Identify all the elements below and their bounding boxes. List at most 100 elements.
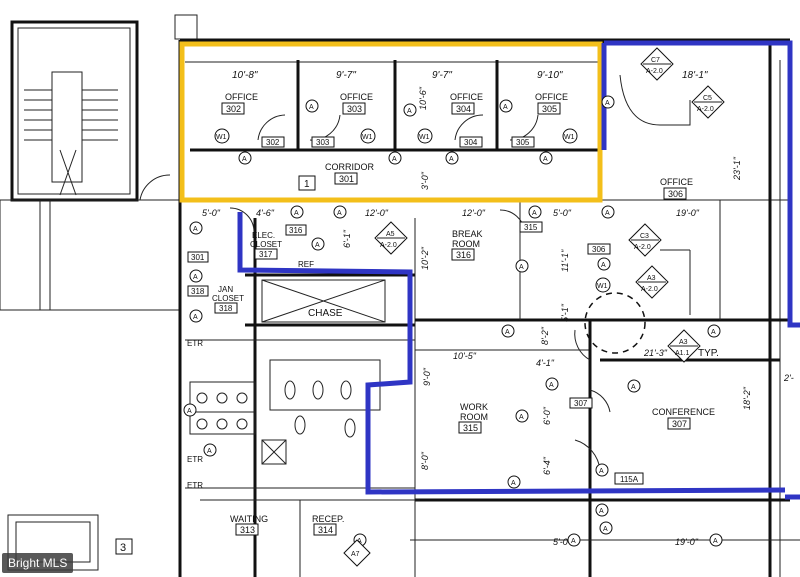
svg-text:9'-10": 9'-10" bbox=[537, 70, 563, 81]
svg-text:BREAK: BREAK bbox=[452, 229, 483, 239]
svg-text:A: A bbox=[193, 274, 198, 281]
svg-text:302: 302 bbox=[226, 104, 241, 114]
svg-text:8'-0": 8'-0" bbox=[420, 451, 430, 470]
room-recep-314: RECEP. 314 bbox=[312, 514, 344, 536]
svg-text:317: 317 bbox=[259, 250, 273, 259]
svg-text:ETR: ETR bbox=[187, 455, 203, 464]
key-marker-3: 3 bbox=[115, 538, 133, 555]
svg-text:5'-1": 5'-1" bbox=[560, 303, 570, 322]
svg-text:OFFICE: OFFICE bbox=[225, 92, 258, 102]
room-work-room-315: WORK ROOM 315 bbox=[458, 402, 488, 434]
svg-text:8'-2": 8'-2" bbox=[540, 326, 550, 345]
svg-text:318: 318 bbox=[191, 287, 205, 296]
svg-text:A: A bbox=[599, 508, 604, 515]
svg-text:115A: 115A bbox=[620, 475, 639, 484]
section-mark-a5: A5 A-2.0 bbox=[374, 221, 408, 255]
svg-text:A: A bbox=[207, 448, 212, 455]
svg-text:5'-0": 5'-0" bbox=[553, 537, 572, 547]
svg-text:301: 301 bbox=[339, 174, 354, 184]
svg-text:A: A bbox=[407, 108, 412, 115]
svg-text:315: 315 bbox=[463, 423, 478, 433]
svg-text:303: 303 bbox=[347, 104, 362, 114]
svg-text:W1: W1 bbox=[564, 134, 575, 141]
section-mark-c3: C3 A-2.0 bbox=[628, 223, 662, 257]
svg-text:WORK: WORK bbox=[460, 402, 488, 412]
svg-text:CORRIDOR: CORRIDOR bbox=[325, 162, 374, 172]
svg-text:ETR: ETR bbox=[187, 339, 203, 348]
svg-text:A: A bbox=[543, 156, 548, 163]
svg-text:ETR: ETR bbox=[187, 481, 203, 490]
blue-unit-boundary bbox=[237, 40, 800, 500]
svg-text:A1.1: A1.1 bbox=[675, 350, 690, 357]
svg-text:18'-1": 18'-1" bbox=[682, 70, 708, 81]
section-mark-a3-b: A3 A1.1 bbox=[667, 329, 701, 363]
svg-text:ELEC.: ELEC. bbox=[252, 231, 275, 240]
svg-text:A: A bbox=[337, 210, 342, 217]
svg-text:A-2.0: A-2.0 bbox=[634, 244, 651, 251]
svg-text:A: A bbox=[242, 156, 247, 163]
svg-text:W1: W1 bbox=[597, 283, 608, 290]
svg-text:9'-0": 9'-0" bbox=[422, 367, 432, 386]
svg-text:3: 3 bbox=[120, 542, 126, 554]
svg-text:A: A bbox=[603, 526, 608, 533]
svg-text:A: A bbox=[392, 156, 397, 163]
svg-text:A: A bbox=[503, 104, 508, 111]
svg-text:A: A bbox=[193, 226, 198, 233]
svg-text:CLOSET: CLOSET bbox=[250, 240, 282, 249]
svg-text:12'-0": 12'-0" bbox=[365, 208, 389, 218]
svg-text:C7: C7 bbox=[651, 57, 660, 64]
svg-text:WAITING: WAITING bbox=[230, 514, 268, 524]
svg-text:A: A bbox=[605, 100, 610, 107]
room-office-306: OFFICE 306 bbox=[660, 177, 693, 200]
door-a-markers: A A A A A A A A A A A A A A A A A A A A … bbox=[183, 95, 723, 547]
svg-text:A: A bbox=[187, 408, 192, 415]
svg-text:10'-2": 10'-2" bbox=[420, 246, 430, 270]
room-corridor-301: CORRIDOR 301 bbox=[325, 162, 374, 185]
section-mark-a7: A7 bbox=[343, 539, 371, 567]
svg-text:9'-7": 9'-7" bbox=[336, 70, 356, 81]
svg-text:OFFICE: OFFICE bbox=[660, 177, 693, 187]
room-office-303: OFFICE 303 bbox=[340, 92, 373, 115]
svg-text:A: A bbox=[601, 262, 606, 269]
svg-text:CLOSET: CLOSET bbox=[212, 294, 244, 303]
svg-text:303: 303 bbox=[316, 138, 330, 147]
svg-text:A: A bbox=[315, 242, 320, 249]
svg-text:A: A bbox=[532, 210, 537, 217]
svg-text:A: A bbox=[193, 314, 198, 321]
svg-text:10'-6": 10'-6" bbox=[418, 86, 428, 110]
svg-text:A: A bbox=[711, 329, 716, 336]
svg-text:313: 313 bbox=[240, 525, 255, 535]
watermark-logo: Bright MLS bbox=[2, 553, 74, 573]
svg-text:4'-6": 4'-6" bbox=[256, 208, 275, 218]
svg-text:9'-7": 9'-7" bbox=[432, 70, 452, 81]
room-office-302: OFFICE 302 bbox=[221, 92, 258, 115]
room-break-room-316: BREAK ROOM 316 bbox=[451, 229, 483, 261]
svg-text:6'-1": 6'-1" bbox=[342, 229, 352, 248]
svg-text:318: 318 bbox=[219, 304, 233, 313]
svg-text:A: A bbox=[713, 538, 718, 545]
svg-text:306: 306 bbox=[668, 189, 683, 199]
room-office-305: OFFICE 305 bbox=[535, 92, 568, 115]
svg-text:ROOM: ROOM bbox=[460, 412, 488, 422]
svg-text:A-2.0: A-2.0 bbox=[697, 106, 714, 113]
svg-text:3'-0": 3'-0" bbox=[420, 171, 430, 190]
svg-text:A-2.0: A-2.0 bbox=[641, 286, 658, 293]
room-conference-307: CONFERENCE 307 bbox=[652, 407, 715, 430]
door-tags: 302 303 304 305 316 315 306 307 301 318 … bbox=[187, 136, 719, 490]
svg-text:A: A bbox=[519, 414, 524, 421]
svg-text:315: 315 bbox=[524, 223, 538, 232]
stair-block bbox=[0, 14, 198, 571]
svg-text:A3: A3 bbox=[647, 275, 656, 282]
svg-text:A: A bbox=[605, 210, 610, 217]
svg-text:A: A bbox=[631, 384, 636, 391]
svg-text:A: A bbox=[511, 480, 516, 487]
svg-text:316: 316 bbox=[289, 226, 303, 235]
svg-text:OFFICE: OFFICE bbox=[340, 92, 373, 102]
chase-shaft bbox=[261, 279, 386, 323]
svg-text:OFFICE: OFFICE bbox=[535, 92, 568, 102]
svg-text:TYP.: TYP. bbox=[698, 348, 719, 359]
svg-text:A: A bbox=[505, 329, 510, 336]
room-waiting-313: WAITING 313 bbox=[230, 514, 268, 536]
svg-text:A3: A3 bbox=[679, 339, 688, 346]
